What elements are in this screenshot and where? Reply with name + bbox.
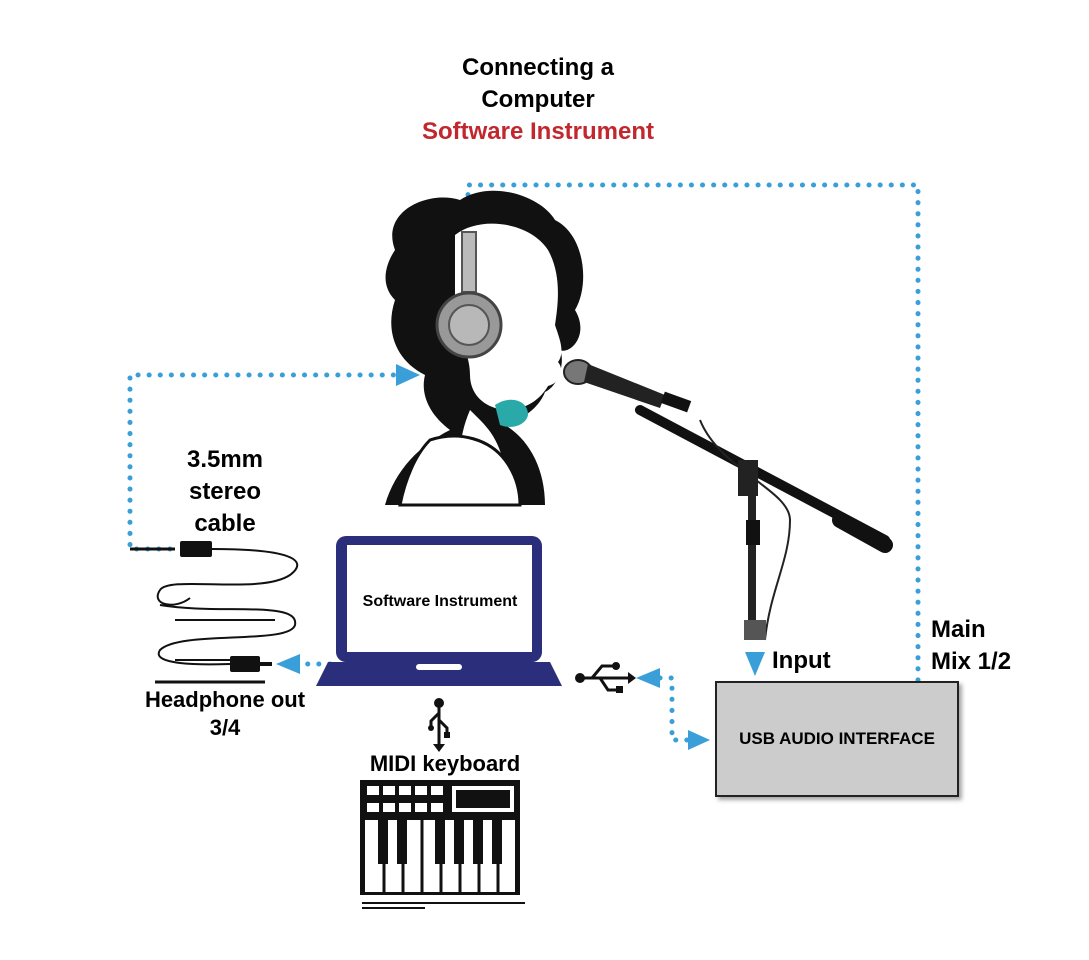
cable-label: 3.5mm stereo cable <box>155 444 295 540</box>
cable-label-line-3: cable <box>194 510 256 537</box>
usb-audio-interface: USB AUDIO INTERFACE <box>715 681 959 797</box>
midi-keyboard-icon <box>360 780 525 909</box>
main-mix-to-headphones-line <box>465 182 921 683</box>
headphone-out-label: Headphone out 3/4 <box>125 686 325 742</box>
cable-label-line-2: stereo <box>188 478 262 505</box>
title-line-2: Computer <box>481 86 595 113</box>
usb-icon <box>575 662 636 693</box>
usb-to-interface-line <box>657 675 693 743</box>
input-arrow-icon <box>745 652 765 676</box>
main-mix-line-1: Main <box>931 616 986 643</box>
midi-keyboard-label: MIDI keyboard <box>369 751 521 776</box>
microphone-stand-icon <box>563 359 893 641</box>
interface-arrow-icon <box>688 730 710 750</box>
title-line-1: Connecting a <box>461 54 614 81</box>
person-with-headphones-icon <box>385 190 584 507</box>
main-mix-label: Main Mix 1/2 <box>931 614 1011 678</box>
headphones-left-arrow-icon <box>396 364 420 386</box>
usb-audio-interface-label: USB AUDIO INTERFACE <box>739 729 935 748</box>
headphone-out-line-1: Headphone out <box>144 687 306 712</box>
stereo-cable-icon <box>130 541 299 684</box>
title-line-3: Software Instrument <box>421 118 655 145</box>
cable-label-line-1: 3.5mm <box>186 446 264 473</box>
laptop-screen-label: Software Instrument <box>362 593 518 610</box>
headphone-out-line-2: 3/4 <box>209 715 241 740</box>
main-mix-line-2: Mix 1/2 <box>931 648 1012 675</box>
laptop-icon <box>316 536 562 686</box>
usb-arrow-icon <box>636 668 660 688</box>
midi-usb-icon <box>428 698 450 752</box>
input-label: Input <box>772 647 831 674</box>
cable-arrow-icon <box>276 654 300 674</box>
